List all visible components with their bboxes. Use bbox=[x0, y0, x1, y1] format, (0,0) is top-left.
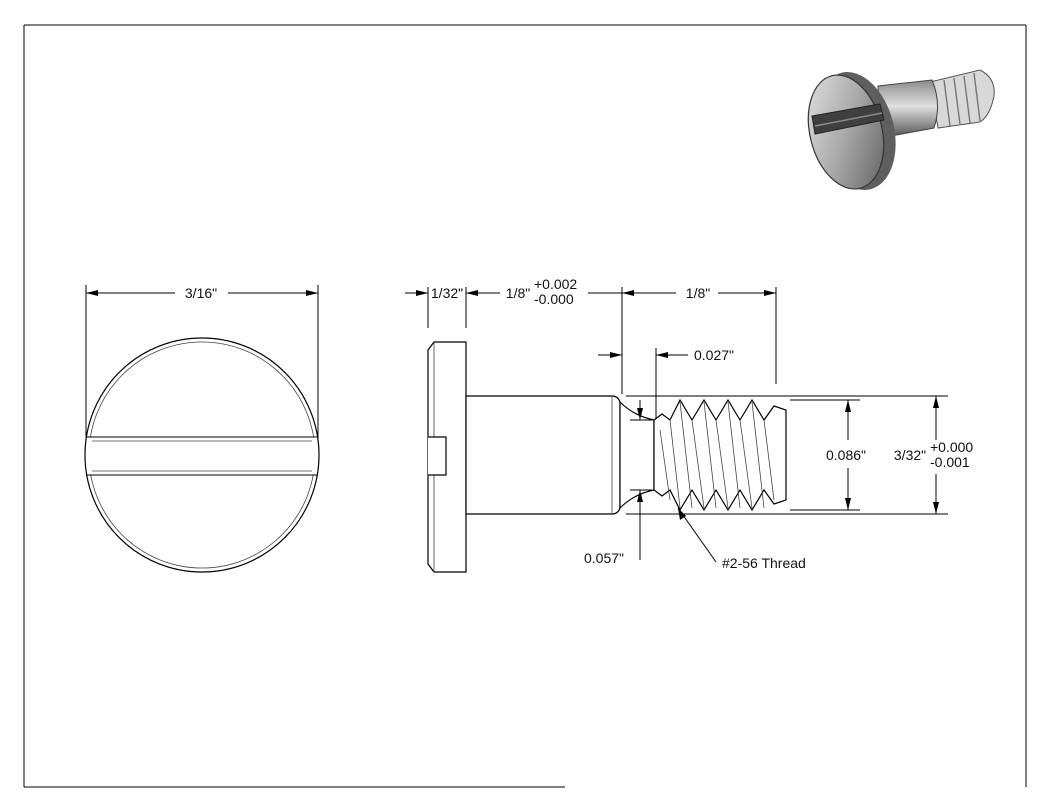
shoulder-diameter-tol-plus: +0.000 bbox=[930, 439, 973, 455]
side-view bbox=[427, 341, 787, 573]
dim-thread-length: 1/8" bbox=[622, 285, 777, 384]
thread-major-diameter-label: 0.086" bbox=[826, 447, 866, 463]
undercut-width-label: 0.027" bbox=[694, 347, 734, 363]
dim-thread-major-diameter: 0.086" bbox=[790, 399, 866, 511]
dim-shoulder-length: 1/8" +0.002 -0.000 bbox=[466, 276, 623, 394]
dim-shoulder-diameter: 3/32" +0.000 -0.001 bbox=[626, 395, 973, 515]
end-view bbox=[84, 337, 320, 573]
shoulder-length-label: 1/8" bbox=[506, 285, 530, 301]
drawing-frame bbox=[23, 24, 1027, 788]
shoulder-length-tol-minus: -0.000 bbox=[534, 291, 574, 307]
thread-callout: #2-56 Thread bbox=[677, 507, 806, 571]
shoulder-diameter-label: 3/32" bbox=[894, 447, 926, 463]
shoulder-length-tol-plus: +0.002 bbox=[534, 276, 577, 292]
thread-helix bbox=[659, 401, 775, 509]
dim-undercut-width: 0.027" bbox=[598, 347, 734, 418]
head-thickness-label: 1/32" bbox=[431, 285, 463, 301]
dim-undercut-diameter: 0.057" bbox=[584, 400, 652, 566]
undercut-diameter-label: 0.057" bbox=[584, 550, 624, 566]
dim-head-thickness: 1/32" bbox=[405, 285, 488, 328]
dim-head-diameter: 3/16" bbox=[85, 285, 319, 440]
head-diameter-label: 3/16" bbox=[185, 285, 217, 301]
thread-callout-label: #2-56 Thread bbox=[722, 555, 806, 571]
shoulder-screw-render bbox=[807, 69, 995, 190]
thread-length-label: 1/8" bbox=[686, 285, 710, 301]
shoulder-diameter-tol-minus: -0.001 bbox=[930, 454, 970, 470]
